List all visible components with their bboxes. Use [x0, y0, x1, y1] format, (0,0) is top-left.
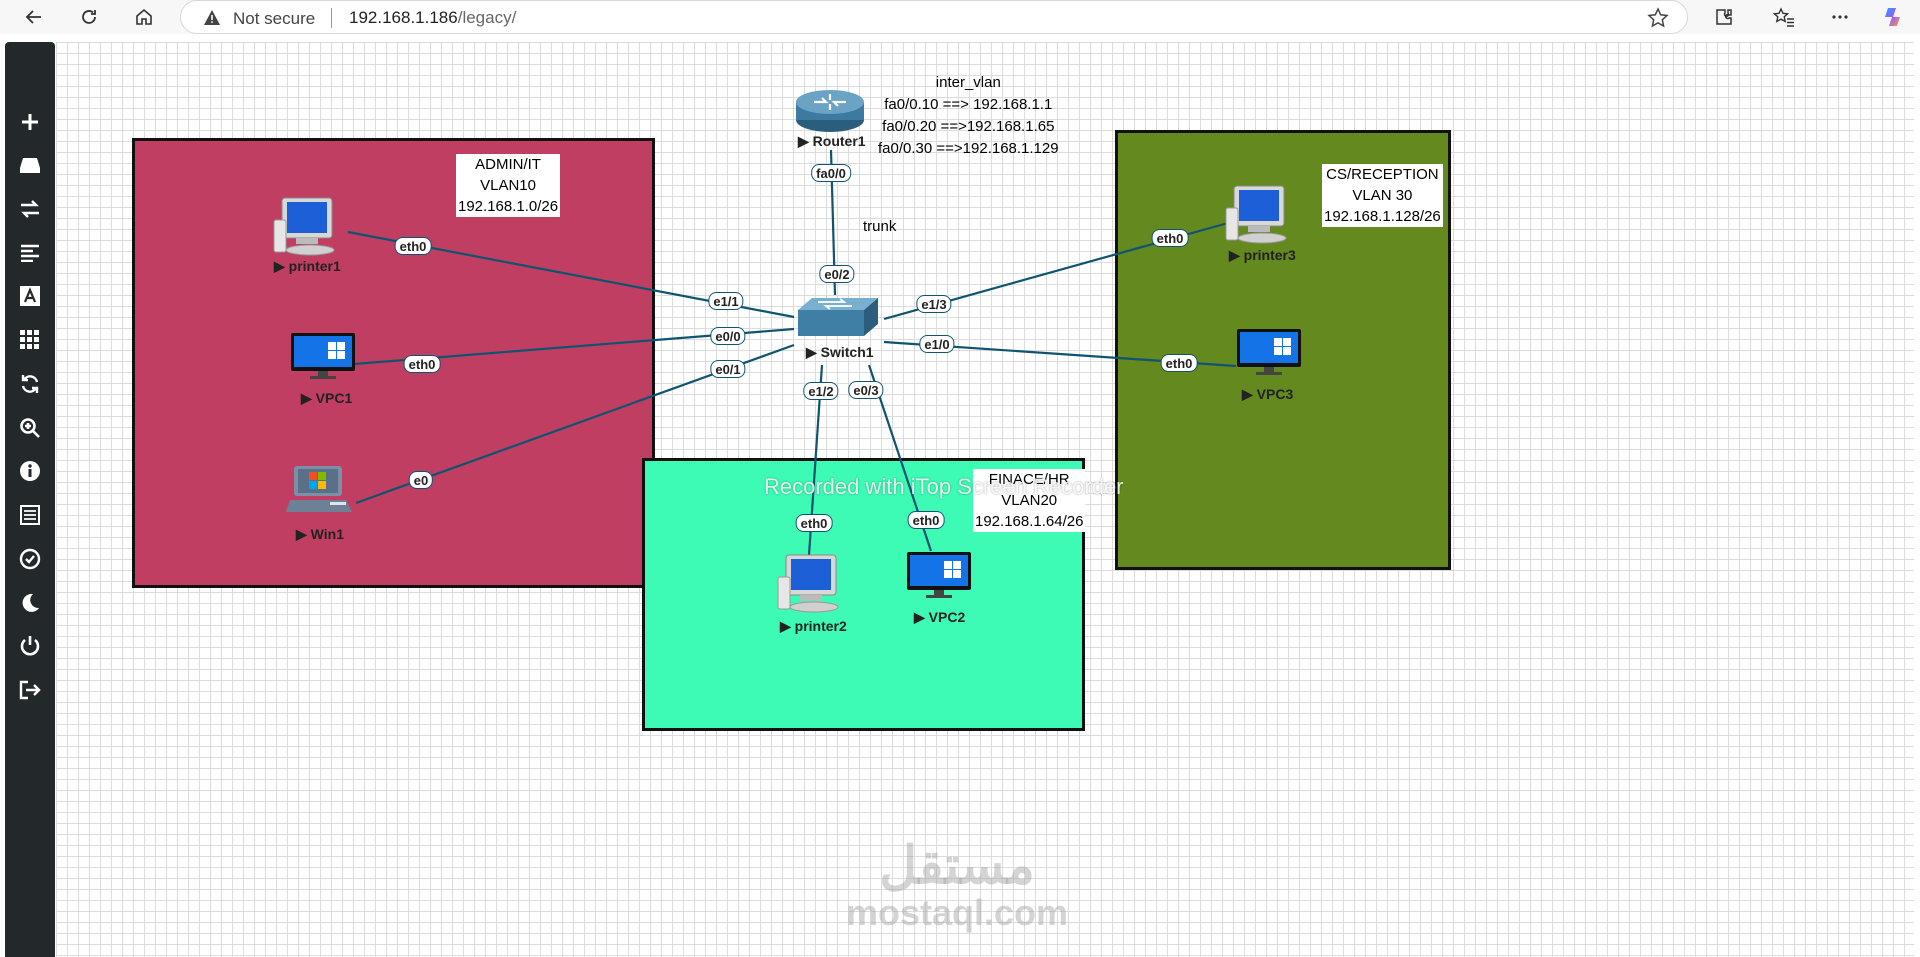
printer1-icon[interactable]: [270, 196, 348, 263]
back-icon[interactable]: [20, 3, 48, 31]
zone-admin-subnet: 192.168.1.0/26: [458, 198, 559, 215]
info-icon[interactable]: [5, 453, 55, 489]
url-text[interactable]: 192.168.1.186/legacy/: [349, 8, 516, 28]
zone-finance-vlan: VLAN20: [1001, 492, 1058, 509]
vpc1-icon[interactable]: [290, 332, 356, 385]
zone-admin-vlan: VLAN10: [480, 177, 536, 194]
win1-label[interactable]: ▶ Win1: [296, 526, 344, 542]
port-vpc1-eth0[interactable]: eth0: [403, 355, 441, 373]
printer3-icon[interactable]: [1222, 184, 1300, 251]
mostaql-latin: mostaql.com: [846, 892, 1069, 933]
printer3-label[interactable]: ▶ printer3: [1229, 247, 1296, 263]
printer2-icon[interactable]: [774, 553, 852, 620]
inter-vlan-line3: fa0/0.30 ==>192.168.1.129: [878, 140, 1059, 157]
vpc3-name: VPC3: [1256, 386, 1294, 402]
zone-admin-name: ADMIN/IT: [475, 156, 541, 173]
favorite-star-icon[interactable]: [1647, 7, 1669, 34]
zone-finance-label: FINACE/HR VLAN20 192.168.1.64/26: [973, 469, 1086, 532]
mostaql-watermark: مستقل mostaql.com: [846, 838, 1068, 932]
vpc1-label[interactable]: ▶ VPC1: [301, 390, 353, 406]
url-host: 192.168.1.186: [349, 8, 458, 27]
port-switch-e03[interactable]: e0/3: [848, 381, 884, 399]
port-vpc2-eth0[interactable]: eth0: [907, 511, 945, 529]
inter-vlan-line1: fa0/0.10 ==> 192.168.1.1: [884, 96, 1053, 113]
router-icon[interactable]: [794, 84, 866, 139]
mostaql-arabic: مستقل: [879, 837, 1035, 895]
transfer-icon[interactable]: [5, 191, 55, 227]
zone-admin-label: ADMIN/IT VLAN10 192.168.1.0/26: [456, 154, 561, 217]
moon-icon[interactable]: [5, 585, 55, 621]
port-switch-e00[interactable]: e0/0: [710, 327, 746, 345]
inter-vlan-line2: fa0/0.20 ==>192.168.1.65: [882, 118, 1055, 135]
switch1-name: Switch1: [820, 344, 874, 360]
warning-icon[interactable]: [203, 9, 221, 32]
zone-finance-name: FINACE/HR: [988, 471, 1070, 488]
zoom-icon[interactable]: [5, 410, 55, 446]
more-options-icon[interactable]: [1826, 3, 1854, 31]
vpc2-icon[interactable]: [906, 551, 972, 606]
switch1-label[interactable]: ▶ Switch1: [806, 344, 874, 360]
port-switch-e01[interactable]: e0/1: [710, 360, 746, 378]
printer3-name: printer3: [1243, 247, 1296, 263]
tool-sidebar: [5, 42, 55, 957]
storage-icon[interactable]: [5, 147, 55, 183]
vpc2-label[interactable]: ▶ VPC2: [914, 609, 966, 625]
address-bar[interactable]: Not secure 192.168.1.186/legacy/: [180, 0, 1688, 34]
inter-vlan-note: inter_vlan fa0/0.10 ==> 192.168.1.1 fa0/…: [878, 72, 1059, 160]
printer1-name: printer1: [288, 258, 341, 274]
security-status[interactable]: Not secure: [233, 9, 316, 28]
printer1-label[interactable]: ▶ printer1: [274, 258, 341, 274]
inter-vlan-title: inter_vlan: [935, 74, 1001, 91]
port-printer1-eth0[interactable]: eth0: [394, 237, 432, 255]
port-switch-e02[interactable]: e0/2: [819, 265, 855, 283]
switch-icon[interactable]: [796, 296, 880, 343]
port-printer2-eth0[interactable]: eth0: [795, 514, 833, 532]
browser-toolbar: Not secure 192.168.1.186/legacy/: [0, 0, 1920, 34]
favorites-icon[interactable]: [1770, 3, 1798, 31]
zone-reception-vlan: VLAN 30: [1352, 187, 1413, 204]
align-icon[interactable]: [5, 235, 55, 271]
router1-name: Router1: [812, 133, 866, 149]
port-switch-e11[interactable]: e1/1: [708, 292, 744, 310]
zone-reception-label: CS/RECEPTION VLAN 30 192.168.1.128/26: [1322, 164, 1443, 227]
port-win1-e0[interactable]: e0: [408, 471, 434, 489]
port-switch-e13[interactable]: e1/3: [916, 295, 952, 313]
trunk-label: trunk: [863, 218, 897, 235]
home-icon[interactable]: [130, 3, 158, 31]
extensions-icon[interactable]: [1710, 3, 1738, 31]
printer2-name: printer2: [794, 618, 847, 634]
port-router-fa00[interactable]: fa0/0: [811, 164, 851, 182]
printer2-label[interactable]: ▶ printer2: [780, 618, 847, 634]
refresh-icon[interactable]: [5, 366, 55, 402]
address-separator: [331, 8, 332, 28]
vpc3-label[interactable]: ▶ VPC3: [1242, 386, 1294, 402]
zone-finance-subnet: 192.168.1.64/26: [975, 513, 1084, 530]
port-switch-e12[interactable]: e1/2: [803, 382, 839, 400]
vpc1-name: VPC1: [315, 390, 353, 406]
win1-name: Win1: [310, 526, 344, 542]
add-icon[interactable]: [5, 104, 55, 140]
power-icon[interactable]: [5, 628, 55, 664]
port-vpc3-eth0[interactable]: eth0: [1160, 354, 1198, 372]
recorder-watermark: Recorded with iTop Screen Recorder: [764, 474, 1124, 499]
win1-icon[interactable]: [286, 464, 356, 521]
url-path: /legacy/: [457, 8, 517, 27]
vpc2-name: VPC2: [928, 609, 966, 625]
zone-reception-name: CS/RECEPTION: [1326, 166, 1439, 183]
zone-reception-subnet: 192.168.1.128/26: [1324, 208, 1441, 225]
grid-icon[interactable]: [5, 322, 55, 358]
port-switch-e10[interactable]: e1/0: [919, 335, 955, 353]
vpc3-icon[interactable]: [1236, 328, 1302, 381]
reload-icon[interactable]: [75, 3, 103, 31]
check-icon[interactable]: [5, 541, 55, 577]
copilot-icon[interactable]: [1880, 3, 1908, 31]
logout-icon[interactable]: [5, 672, 55, 708]
list-icon[interactable]: [5, 497, 55, 533]
text-icon[interactable]: [5, 278, 55, 314]
router1-label[interactable]: ▶ Router1: [798, 133, 866, 149]
port-printer3-eth0[interactable]: eth0: [1151, 229, 1189, 247]
topology-canvas[interactable]: ADMIN/IT VLAN10 192.168.1.0/26 FINACE/HR…: [56, 42, 1914, 957]
zone-admin-it[interactable]: [132, 138, 655, 588]
